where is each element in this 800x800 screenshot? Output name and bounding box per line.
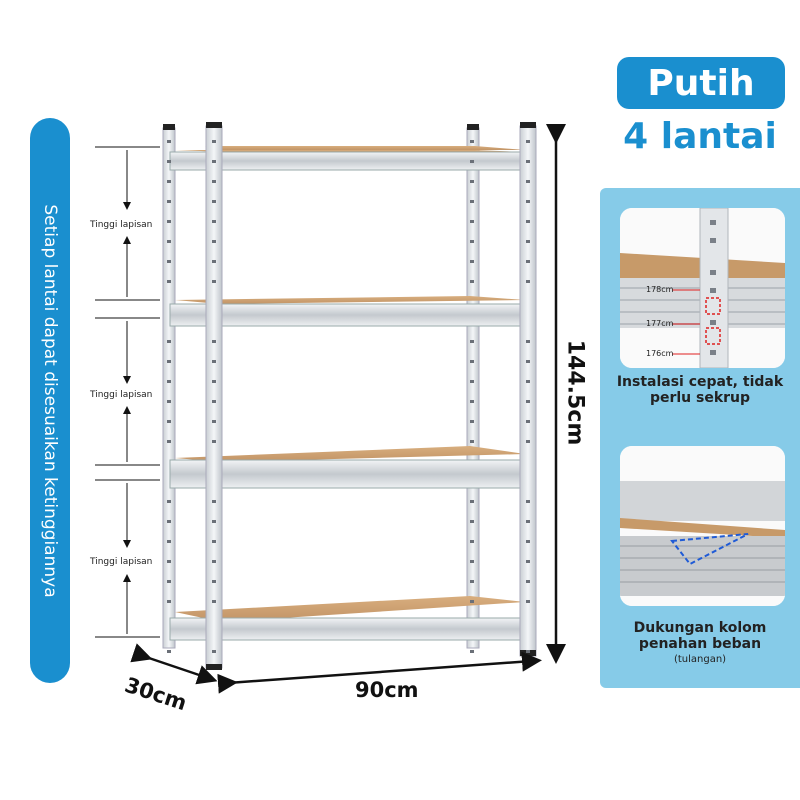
mark-178: 178cm [646, 285, 674, 294]
width-dimension-label: 90cm [355, 678, 419, 702]
support-detail-image [620, 446, 785, 606]
color-label: Putih [647, 62, 755, 104]
shelf-level-4 [169, 596, 526, 641]
mark-176: 176cm [646, 349, 674, 358]
layer-height-markers [95, 146, 160, 638]
back-left-post [162, 127, 176, 649]
feature2-caption: Dukungan kolom penahan beban (tulangan) [600, 620, 800, 668]
color-badge: Putih [617, 57, 785, 109]
feature-panel: 178cm 177cm 176cm Instalasi cepat, tidak… [600, 188, 800, 688]
feature2-note: (tulangan) [673, 654, 727, 665]
height-dimension-label: 144.5cm [562, 339, 588, 446]
post-holes [167, 140, 530, 653]
shelf-level-1 [169, 146, 526, 171]
back-right-post [466, 127, 480, 649]
shelf-level-2 [169, 296, 526, 327]
depth-dimension-line [130, 643, 218, 685]
front-left-post [205, 125, 223, 669]
layer-height-label: Tinggi lapisan [90, 220, 153, 230]
front-right-post [519, 125, 537, 657]
shelf-level-3 [169, 446, 526, 489]
layer-height-label: Tinggi lapisan [90, 557, 153, 567]
tier-count-title: 4 lantai [623, 116, 777, 157]
layer-height-label: Tinggi lapisan [90, 390, 153, 400]
mark-177: 177cm [646, 319, 674, 328]
side-banner: Setiap lantai dapat disesuaikan ketinggi… [30, 118, 70, 683]
feature2-caption-text: Dukungan kolom penahan beban [633, 620, 767, 652]
no-screw-detail-image: 178cm 177cm 176cm [620, 208, 785, 368]
feature1-caption: Instalasi cepat, tidak perlu sekrup [616, 374, 784, 406]
width-dimension-line [217, 651, 542, 694]
